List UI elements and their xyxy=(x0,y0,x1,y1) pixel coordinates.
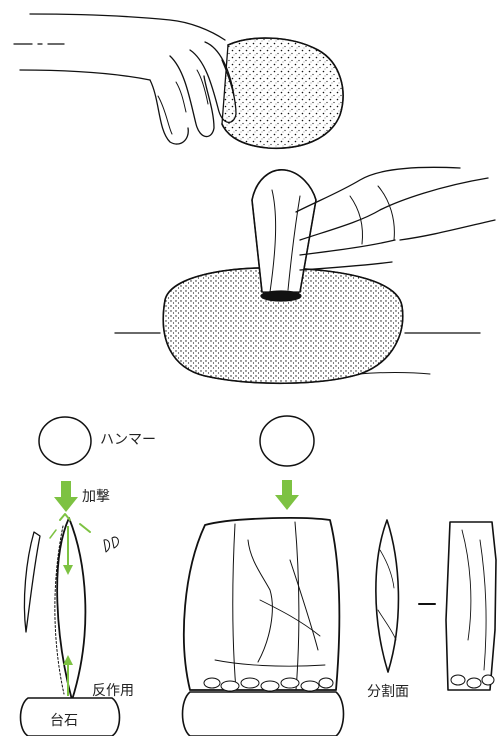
hammer-circle xyxy=(39,417,91,465)
strike-arrow-2-icon xyxy=(275,480,299,510)
hand-hammer-illustration xyxy=(14,14,343,148)
split-pieces xyxy=(376,520,496,690)
hammer-label: ハンマー xyxy=(100,429,156,449)
split-core xyxy=(184,518,339,690)
anvil-label: 台石 xyxy=(50,710,78,730)
strike-arrow-icon xyxy=(54,481,78,512)
hammer-circle-2 xyxy=(260,416,314,466)
anvil-block-2 xyxy=(183,692,344,736)
schematic-middle xyxy=(183,416,344,736)
split-lens xyxy=(376,520,399,672)
split-face-label: 分割面 xyxy=(367,681,409,701)
core-lens xyxy=(57,518,85,700)
reaction-label: 反作用 xyxy=(92,680,134,700)
strike-label: 加撃 xyxy=(82,486,110,506)
anvil-technique-illustration xyxy=(115,167,495,383)
